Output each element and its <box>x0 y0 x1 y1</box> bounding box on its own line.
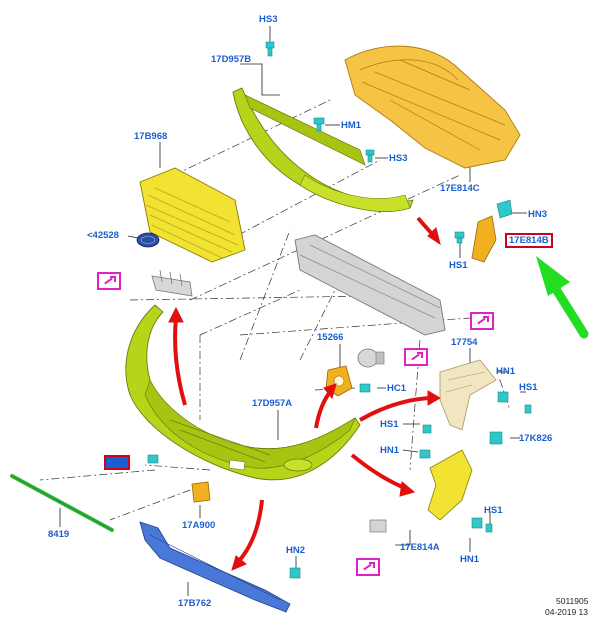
view-camera-icon[interactable] <box>356 558 380 576</box>
absorber-17b762-part <box>139 521 291 613</box>
sensor-bracket-part <box>369 519 387 533</box>
label-hs1-c: HS1 <box>484 505 503 516</box>
red-arrows <box>168 216 441 571</box>
label-42528: <42528 <box>87 230 119 241</box>
label-hn1-c: HN1 <box>460 554 480 565</box>
arrow-to-plate-bracket-icon <box>359 396 431 422</box>
label-8419: 8419 <box>48 529 70 540</box>
fastener-hs1-c-icon <box>485 523 493 533</box>
arrow-head-foglamp-icon <box>323 383 337 400</box>
bracket-17e814b-part <box>471 215 497 263</box>
label-15266: 15266 <box>317 332 344 343</box>
label-17d957a: 17D957A <box>252 398 293 409</box>
fastener-17k826-icon <box>489 431 503 445</box>
arrow-head-plate-bracket-icon <box>427 390 441 406</box>
fastener-hs1-right-icon <box>454 231 465 244</box>
label-boxed-bottom-left: HS1 <box>104 455 131 470</box>
label-hn2: HN2 <box>286 545 306 556</box>
label-hs1-b: HS1 <box>380 419 399 430</box>
label-17b762: 17B762 <box>178 598 212 609</box>
arrow-head-17e814a-icon <box>399 481 416 497</box>
strip-8419-part <box>10 474 114 532</box>
leader-lines <box>59 26 527 596</box>
lower-grille-bracket-part <box>151 269 193 297</box>
label-hn1-b: HN1 <box>380 445 400 456</box>
arrow-to-17e814a-icon <box>350 453 406 490</box>
upper-cover-17d957b-part <box>232 87 414 212</box>
label-hs1-right: HS1 <box>449 260 468 271</box>
fastener-hs1-a-icon <box>524 404 532 414</box>
label-hs3-top: HS3 <box>259 14 278 25</box>
arrow-head-absorber-icon <box>231 555 247 571</box>
bumper-cover-17d957a-part <box>125 304 361 481</box>
label-17e814c: 17E814C <box>440 183 480 194</box>
grille-17b968-part <box>139 167 246 263</box>
bracket-17a900-part <box>191 481 211 503</box>
bracket-17e814c-part <box>344 45 521 169</box>
label-17d957b: 17D957B <box>211 54 252 65</box>
label-hm1: HM1 <box>341 120 362 131</box>
fastener-hn1-c-icon <box>471 517 483 529</box>
arrow-head-17e814b-icon <box>427 227 441 246</box>
label-hs3-mid: HS3 <box>389 153 408 164</box>
diagram-date: 04-2019 13 <box>545 607 589 617</box>
arrow-to-foglamp-icon <box>314 390 332 429</box>
label-17k826: 17K826 <box>519 433 553 444</box>
reinforcement-beam-part <box>294 234 446 336</box>
fastener-hm1-icon <box>313 117 325 132</box>
right-clips-group <box>419 391 532 533</box>
label-hn3: HN3 <box>528 209 548 220</box>
plate-bracket-17754-part <box>439 359 497 431</box>
bracket-17e814a-part <box>427 449 473 521</box>
label-hc1: HC1 <box>387 383 407 394</box>
label-17754: 17754 <box>451 337 478 348</box>
fastener-hn1-b-icon <box>419 449 431 459</box>
label-hs1-a: HS1 <box>519 382 538 393</box>
arrow-to-lower-bracket-icon <box>173 317 187 406</box>
view-camera-icon[interactable] <box>470 312 494 330</box>
label-hn1-a: HN1 <box>496 366 516 377</box>
emblem-42528-part <box>136 232 160 248</box>
label-17e814b-highlighted: 17E814B <box>505 233 553 248</box>
arrow-to-absorber-icon <box>236 499 264 564</box>
diagram-code: 5011905 <box>556 596 589 606</box>
fastener-hn1-a-icon <box>497 391 509 403</box>
label-17e814a: 17E814A <box>400 542 440 553</box>
label-17b968: 17B968 <box>134 131 168 142</box>
foglamp-part <box>357 348 385 368</box>
view-camera-icon[interactable] <box>404 348 428 366</box>
fastener-hn2-icon <box>289 567 301 579</box>
fastener-hs3-mid-icon <box>365 149 375 163</box>
fastener-hs3-top-icon <box>265 41 275 57</box>
fastener-hs1-bottom-left-icon <box>147 454 159 464</box>
view-camera-icon[interactable] <box>97 272 121 290</box>
fastener-hs1-b-icon <box>422 424 432 434</box>
green-arrow-icon <box>536 256 589 339</box>
arrow-head-lower-bracket-icon <box>168 306 184 323</box>
fastener-hc1-icon <box>359 383 371 393</box>
fastener-hn3-icon <box>496 199 513 219</box>
label-17a900: 17A900 <box>182 520 216 531</box>
